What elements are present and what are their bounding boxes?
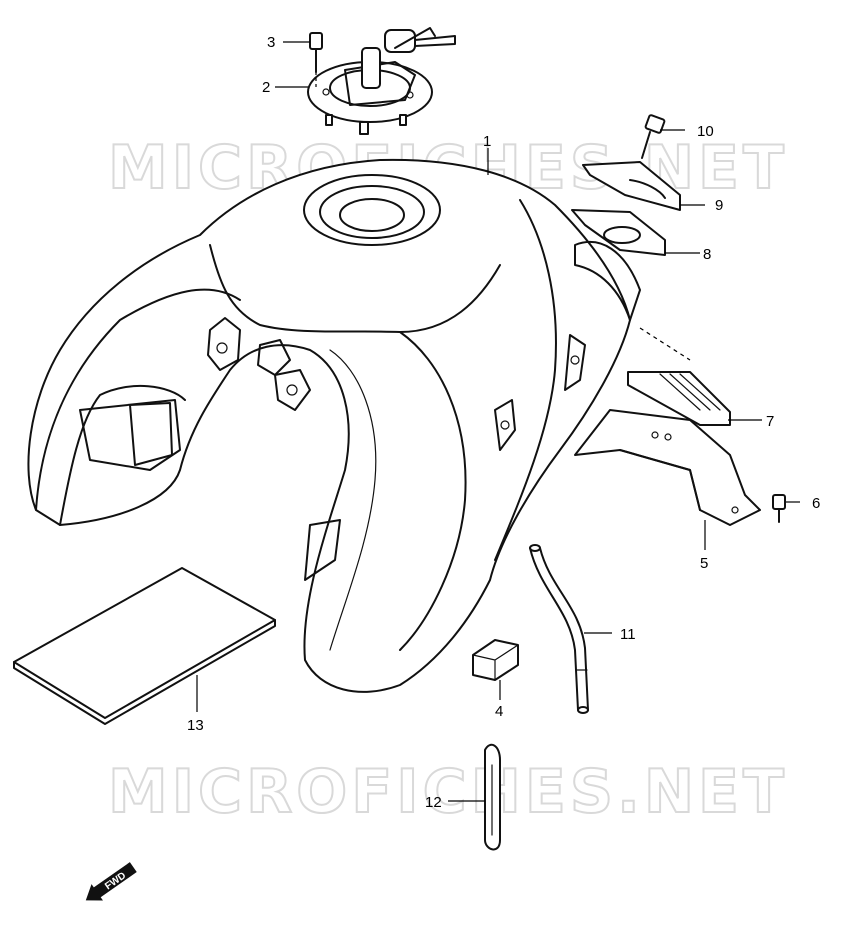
fwd-direction-badge: FWD [85,862,137,901]
callout-3: 3 [267,34,275,51]
pad-part-13 [13,567,276,725]
callout-4: 4 [495,703,503,720]
callout-1: 1 [483,133,491,150]
callout-2: 2 [262,79,270,96]
screw-part-3 [309,32,323,90]
callout-5: 5 [700,555,708,572]
callout-7: 7 [766,413,774,430]
cushion-part-7 [627,371,731,426]
cushion-part-4 [472,639,519,681]
callout-6: 6 [812,495,820,512]
fuel-cap-assembly [307,27,456,135]
bolt-part-6 [772,494,786,523]
fuel-tank [27,158,641,693]
gasket-part-8 [571,209,666,256]
callout-8: 8 [703,246,711,263]
callout-10: 10 [697,123,714,140]
strap-part-12 [484,743,501,851]
callout-labels: 1 2 3 4 5 6 7 8 9 10 11 12 13 [187,34,820,811]
leader-lines [196,41,800,802]
hose-part-11 [529,544,589,714]
callout-13: 13 [187,717,204,734]
plate-part-9 [582,161,681,211]
bolt-part-10 [641,114,666,159]
callout-12: 12 [425,794,442,811]
bracket-part-5 [574,409,761,526]
callout-11: 11 [620,626,636,643]
watermark-bottom: MICROFICHES.NET [108,757,788,827]
callout-9: 9 [715,197,723,214]
